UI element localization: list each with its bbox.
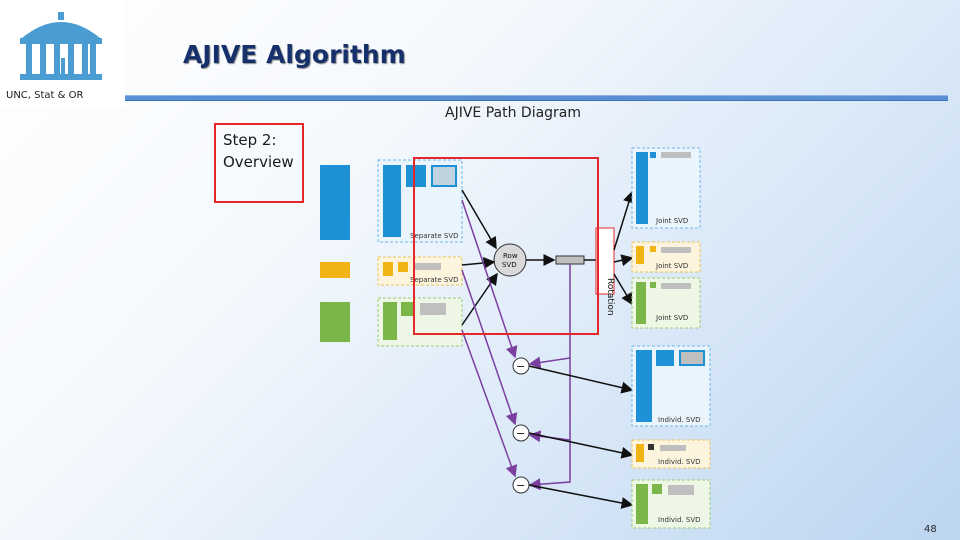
slide-title: AJIVE Algorithm [183,40,406,69]
step-callout-line1: Step 2: [223,131,277,149]
joint-svd-label-1: Joint SVD [655,217,688,225]
old-well-logo-icon [20,12,102,80]
individ-svd-label-1: Individ. SVD [658,416,701,424]
separate-svd-yellow: Separate SVD [377,256,463,286]
title-rule [125,95,948,101]
individ-svd-green: Individ. SVD [631,479,711,529]
joint-svd-blue: Joint SVD [631,147,701,229]
individ-svd-label-3: Individ. SVD [658,516,701,524]
minus-sign-1: − [516,360,525,373]
separate-svd-green [377,297,463,347]
minus-node-1: − [512,357,530,375]
block-x1 [320,165,350,240]
block-x3 [320,302,350,342]
row-svd-label-1: Row [503,252,518,260]
joint-svd-green: Joint SVD [631,277,701,329]
highlight-box [413,157,599,335]
individ-svd-blue: Individ. SVD [631,345,711,427]
step-callout: Step 2: Overview [214,123,304,203]
block-x2 [320,262,350,278]
minus-sign-2: − [516,427,525,440]
minus-sign-3: − [516,479,525,492]
individ-svd-label-2: Individ. SVD [658,458,701,466]
diagram-title: AJIVE Path Diagram [445,105,581,121]
separate-svd-label-1: Separate SVD [410,232,459,240]
separate-svd-blue: Separate SVD [377,159,463,243]
unc-logo [0,0,125,108]
minus-node-2: − [512,424,530,442]
joint-svd-label-3: Joint SVD [655,314,688,322]
separate-svd-label-2: Separate SVD [410,276,459,284]
joint-svd-yellow: Joint SVD [631,241,701,273]
minus-node-3: − [512,476,530,494]
page-number: 48 [924,524,937,535]
joint-svd-label-2: Joint SVD [655,262,688,270]
org-label: UNC, Stat & OR [6,90,84,101]
row-svd-label-2: SVD [502,261,517,269]
rotation-label: Rotation [605,278,615,316]
individ-svd-yellow: Individ. SVD [631,439,711,469]
step-callout-line2: Overview [223,153,294,171]
